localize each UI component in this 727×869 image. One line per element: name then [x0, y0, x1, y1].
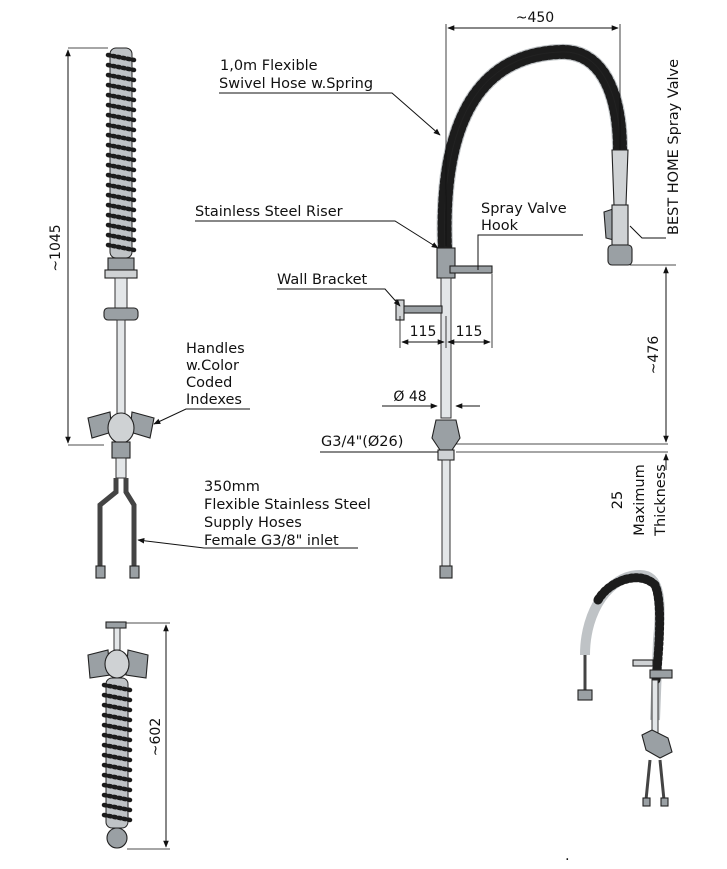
- thickness-label-2: Thickness: [653, 464, 669, 537]
- supply-label-1: 350mm: [204, 479, 260, 495]
- handles-label-2: w.Color: [186, 358, 239, 374]
- handles-label-3: Coded: [186, 375, 232, 391]
- hose-label-1: 1,0m Flexible: [220, 58, 318, 74]
- bracket-right-dim: 115: [456, 324, 483, 340]
- hook-label-2: Hook: [481, 218, 519, 234]
- supply-label-4: Female G3/8" inlet: [204, 533, 339, 549]
- front-view: [395, 43, 633, 579]
- thickness-value: 25: [610, 491, 626, 509]
- bracket-left-dim: 115: [410, 324, 437, 340]
- inlet-label: G3/4"(Ø26): [321, 434, 403, 450]
- thickness-label-1: Maximum: [632, 464, 648, 535]
- top-view-dim: ~602: [148, 718, 164, 756]
- handles-label-1: Handles: [186, 341, 245, 357]
- riser-label: Stainless Steel Riser: [195, 204, 343, 220]
- hook-label-1: Spray Valve: [481, 201, 567, 217]
- spray-valve-label: BEST HOME Spray Valve: [666, 59, 682, 235]
- reach-dim: ~450: [516, 10, 554, 26]
- height-side-dim: ~1045: [48, 224, 64, 271]
- bracket-label: Wall Bracket: [277, 272, 368, 288]
- footer-mark: .: [565, 848, 570, 864]
- top-view: [87, 621, 149, 849]
- hose-label-2: Swivel Hose w.Spring: [219, 76, 373, 92]
- side-view: [87, 47, 155, 579]
- supply-label-3: Supply Hoses: [204, 515, 302, 531]
- supply-label-2: Flexible Stainless Steel: [204, 497, 371, 513]
- handles-label-4: Indexes: [186, 392, 242, 408]
- valve-height-dim: ~476: [646, 336, 662, 375]
- isometric-view: [577, 569, 673, 807]
- riser-dia-dim: Ø 48: [393, 389, 426, 405]
